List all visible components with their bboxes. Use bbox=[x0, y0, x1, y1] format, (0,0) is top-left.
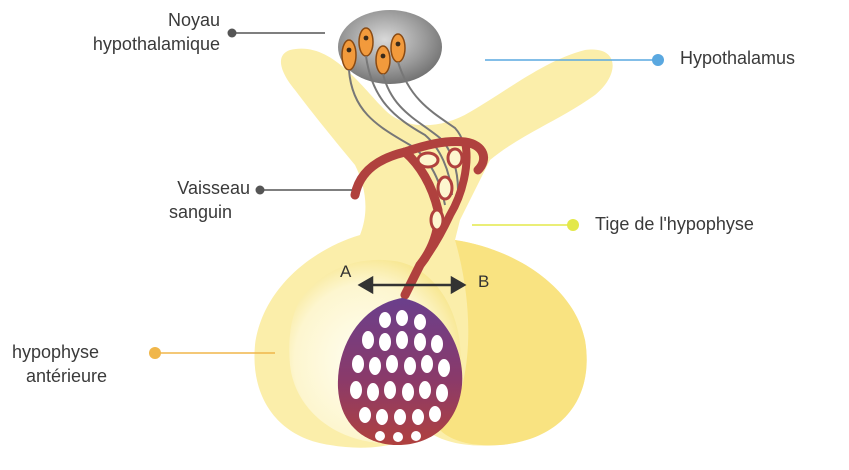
label-noyau-hypothalamique: Noyau hypothalamique bbox=[20, 8, 220, 56]
tige-leader bbox=[472, 219, 579, 231]
label-vaisseau-sanguin: Vaisseau sanguin bbox=[80, 176, 250, 224]
label-tige-hypophyse: Tige de l'hypophyse bbox=[595, 212, 754, 236]
label-hypophyse-anterieure: hypophyse antérieure bbox=[12, 340, 107, 388]
label-vaisseau-line2: sanguin bbox=[80, 200, 250, 224]
vaisseau-leader bbox=[256, 186, 353, 195]
label-noyau-line2: hypothalamique bbox=[20, 32, 220, 56]
label-point-b: B bbox=[478, 272, 489, 292]
label-hypophyse-line1: hypophyse bbox=[12, 340, 107, 364]
label-noyau-line1: Noyau bbox=[20, 8, 220, 32]
label-point-a: A bbox=[340, 262, 351, 282]
label-vaisseau-line1: Vaisseau bbox=[80, 176, 250, 200]
label-hypophyse-line2: antérieure bbox=[12, 364, 107, 388]
noyau-leader bbox=[228, 29, 326, 38]
label-hypothalamus: Hypothalamus bbox=[680, 46, 795, 70]
